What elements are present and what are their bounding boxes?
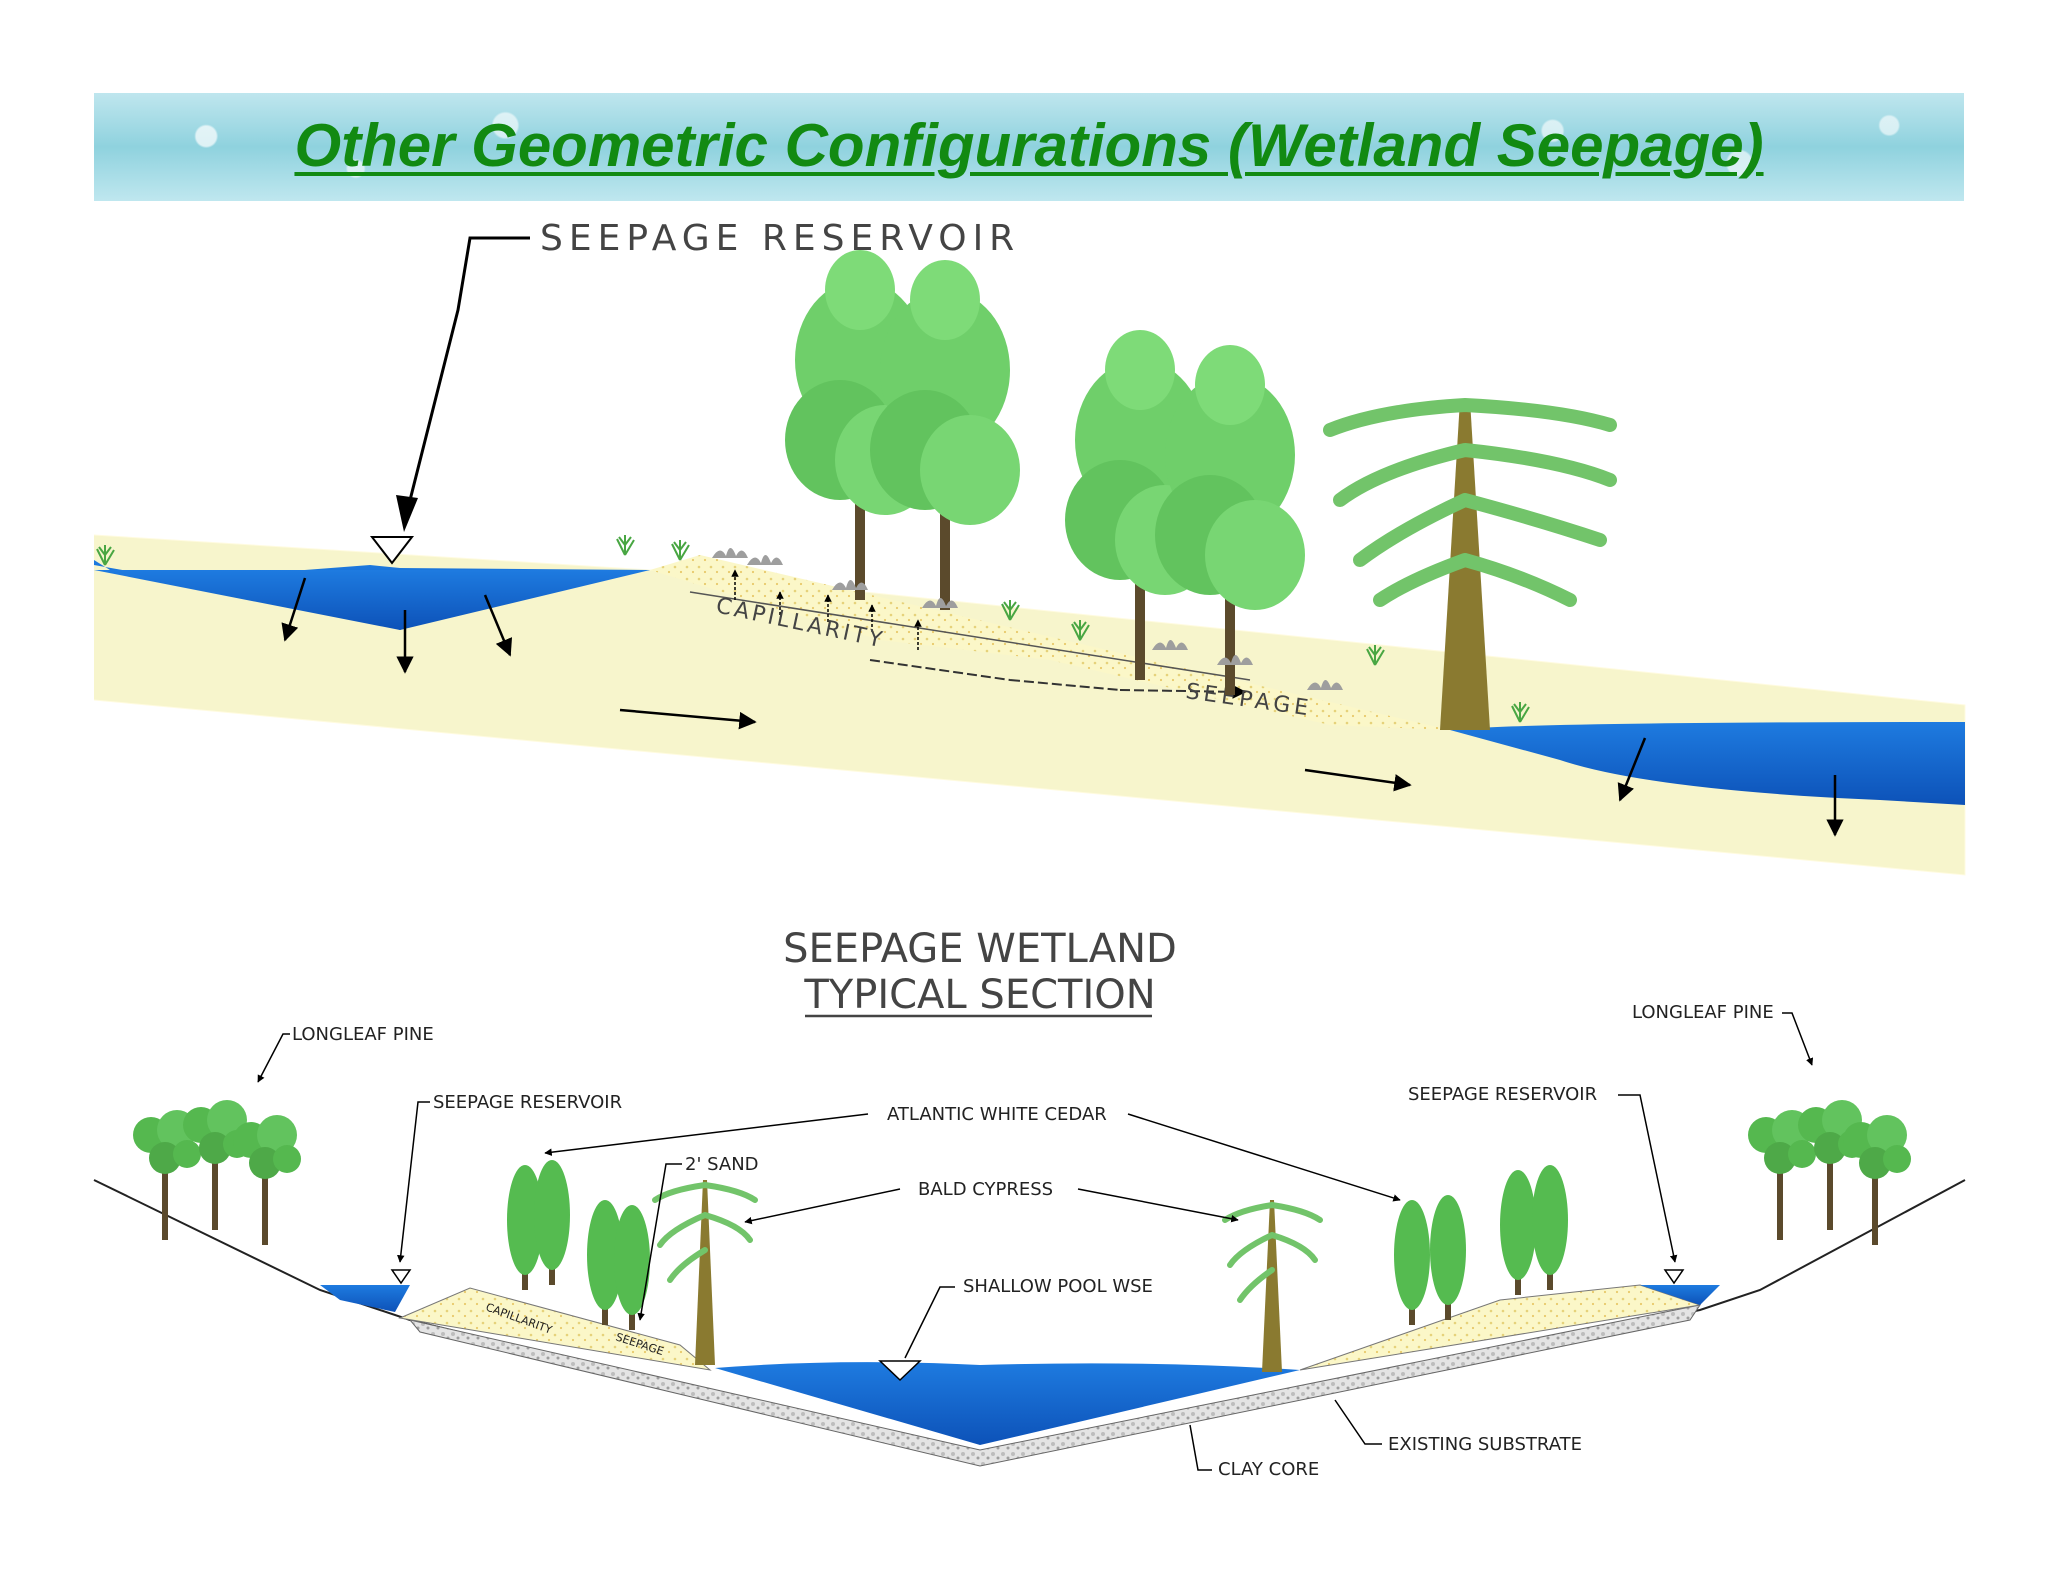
- section-title-line1: SEEPAGE WETLAND: [783, 926, 1177, 972]
- top-diagram: SEEPAGE RESERVOIR CAPILLARITY SEEPAGE: [93, 218, 1966, 876]
- sand-wedge-left: [398, 1287, 712, 1371]
- label-seepage-reservoir-left: SEEPAGE RESERVOIR: [433, 1092, 622, 1113]
- cedar-icon: [1500, 1170, 1536, 1295]
- label-clay-core: CLAY CORE: [1218, 1459, 1319, 1480]
- label-sand: 2' SAND: [685, 1154, 759, 1175]
- reservoir-water-right: [1640, 1285, 1720, 1305]
- cedar-icon: [1430, 1195, 1466, 1320]
- page-title: Other Geometric Configurations (Wetland …: [294, 112, 1764, 179]
- shrub-icon: [712, 548, 748, 558]
- label-shallow-pool-wse: SHALLOW POOL WSE: [963, 1276, 1153, 1297]
- cedar-icon: [1394, 1200, 1430, 1325]
- fern-icon: [616, 534, 635, 556]
- water-surface-marker: [369, 536, 415, 565]
- section-title-line2: TYPICAL SECTION: [803, 972, 1155, 1018]
- label-bald-cypress: BALD CYPRESS: [918, 1179, 1053, 1200]
- shrub-icon: [747, 555, 783, 565]
- shallow-pool-water: [715, 1362, 1300, 1445]
- bald-cypress-icon: [1222, 1200, 1323, 1372]
- longleaf-pine-icon: [1843, 1115, 1911, 1245]
- label-longleaf-pine-left: LONGLEAF PINE: [292, 1024, 434, 1045]
- bottom-diagram: SEEPAGE WETLAND TYPICAL SECTION CAPILLAR…: [93, 926, 1966, 1480]
- cedar-icon: [1532, 1165, 1568, 1290]
- label-existing-substrate: EXISTING SUBSTRATE: [1388, 1434, 1582, 1455]
- label-seepage-reservoir-right: SEEPAGE RESERVOIR: [1408, 1084, 1597, 1105]
- bald-cypress-icon: [652, 1180, 758, 1365]
- cedar-icon: [534, 1160, 570, 1285]
- label-longleaf-pine-right: LONGLEAF PINE: [1632, 1002, 1774, 1023]
- soil-layer: [94, 535, 1965, 875]
- cedar-icon: [614, 1205, 650, 1330]
- label-atlantic-white-cedar: ATLANTIC WHITE CEDAR: [887, 1104, 1107, 1125]
- reservoir-water-left: [320, 1285, 410, 1312]
- reservoir-leader: [403, 236, 530, 521]
- fern-icon: [671, 539, 690, 561]
- longleaf-pine-icon: [233, 1115, 301, 1245]
- bald-cypress-icon: [1323, 398, 1617, 730]
- title-banner: Other Geometric Configurations (Wetland …: [94, 93, 1964, 201]
- clay-core: [408, 1304, 1702, 1467]
- label-seepage-reservoir: SEEPAGE RESERVOIR: [540, 218, 1020, 259]
